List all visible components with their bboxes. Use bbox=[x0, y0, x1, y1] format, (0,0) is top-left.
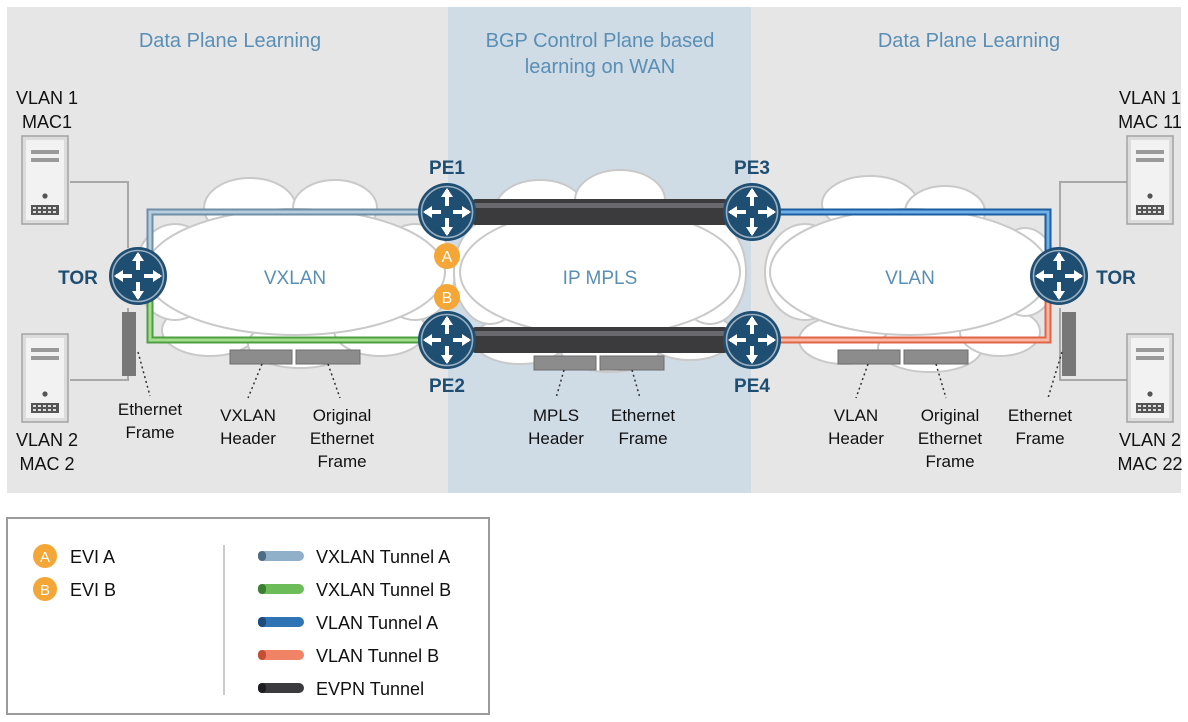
legend-evpn-tunnel-swatch bbox=[258, 683, 304, 693]
mpls-packet bbox=[533, 355, 665, 371]
evi-a-marker: A bbox=[434, 243, 460, 269]
eth-right-label-1: Ethernet bbox=[1008, 406, 1073, 425]
host-left-top-label-1: VLAN 1 bbox=[16, 88, 78, 108]
cloud-vxlan-label: VXLAN bbox=[264, 268, 326, 289]
host-left-top-label-2: MAC1 bbox=[22, 112, 72, 132]
tor-left-label: TOR bbox=[58, 268, 98, 289]
legend-evpn-tunnel-label: EVPN Tunnel bbox=[316, 679, 424, 699]
legend-vlan-tunnel-a-swatch bbox=[258, 617, 304, 627]
vxlan-tunnel-b bbox=[146, 292, 420, 344]
vlan-tunnel-a bbox=[780, 208, 1052, 258]
eth-frame-bar-right bbox=[1062, 312, 1076, 376]
eth-left-label-2: Frame bbox=[125, 423, 174, 442]
vxlan-packet bbox=[229, 349, 361, 365]
server-icon-left-bottom bbox=[21, 333, 69, 423]
legend-box bbox=[6, 517, 490, 715]
eth-left-label-1: Ethernet bbox=[118, 400, 183, 419]
eth-frame-bar-left bbox=[122, 312, 136, 376]
evpn-tunnel-bottom bbox=[470, 327, 730, 353]
center-region-title-line2: learning on WAN bbox=[525, 56, 675, 78]
legend-evi-a-badge-icon bbox=[33, 544, 57, 568]
legend-vlan-tunnel-b: VLAN Tunnel B bbox=[258, 646, 439, 666]
pe2-label: PE2 bbox=[429, 376, 465, 397]
legend-vxlan-tunnel-a-label: VXLAN Tunnel A bbox=[316, 547, 450, 567]
left-region-title: Data Plane Learning bbox=[139, 30, 321, 52]
mpls-header-label-2: Header bbox=[528, 429, 584, 448]
orig-eth-left-label-1: Original bbox=[313, 406, 372, 425]
legend-vlan-tunnel-a-label: VLAN Tunnel A bbox=[316, 613, 438, 633]
pe4-label: PE4 bbox=[734, 376, 770, 397]
host-right-bottom-label-1: VLAN 2 bbox=[1119, 430, 1181, 450]
pe3-label: PE3 bbox=[734, 158, 770, 179]
legend-evpn-tunnel: EVPN Tunnel bbox=[258, 679, 424, 699]
legend-vxlan-tunnel-b-label: VXLAN Tunnel B bbox=[316, 580, 451, 600]
eth-center-label-1: Ethernet bbox=[611, 406, 676, 425]
legend-evi-b-label: EVI B bbox=[70, 580, 116, 600]
orig-eth-right-label-1: Original bbox=[921, 406, 980, 425]
legend-evi-a-badge: A bbox=[40, 549, 50, 566]
vxlan-tunnel-a bbox=[146, 208, 420, 258]
vlan-header-label-2: Header bbox=[828, 429, 884, 448]
host-left-bottom-label-2: MAC 2 bbox=[19, 454, 74, 474]
orig-eth-left-label-3: Frame bbox=[317, 452, 366, 471]
vxlan-header-label-2: Header bbox=[220, 429, 276, 448]
legend-evi-b: B EVI B bbox=[33, 577, 116, 601]
tor-right-router-icon bbox=[1029, 246, 1089, 306]
cloud-ip-mpls-label: IP MPLS bbox=[563, 268, 638, 289]
cloud-vlan-label: VLAN bbox=[885, 268, 935, 289]
evpn-tunnel-top bbox=[470, 199, 730, 225]
server-icon-left-top bbox=[21, 135, 69, 225]
mpls-header-label-1: MPLS bbox=[533, 406, 579, 425]
pe1-label: PE1 bbox=[429, 158, 465, 179]
legend-vlan-tunnel-a: VLAN Tunnel A bbox=[258, 613, 438, 633]
pe3-router-icon bbox=[722, 182, 782, 242]
legend-vlan-tunnel-b-swatch bbox=[258, 650, 304, 660]
tor-right-label: TOR bbox=[1096, 268, 1136, 289]
server-links bbox=[70, 181, 1127, 381]
vxlan-header-label-1: VXLAN bbox=[220, 406, 276, 425]
tor-left-router-icon bbox=[108, 246, 168, 306]
legend-evi-b-badge: B bbox=[40, 582, 50, 599]
host-right-top-label-1: VLAN 1 bbox=[1119, 88, 1181, 108]
legend-evi-a-label: EVI A bbox=[70, 547, 115, 567]
vlan-tunnel-b bbox=[780, 292, 1052, 344]
server-icon-right-bottom bbox=[1126, 333, 1174, 423]
host-left-bottom-label-1: VLAN 2 bbox=[16, 430, 78, 450]
leader-lines bbox=[137, 351, 1063, 399]
host-right-top-label-2: MAC 11 bbox=[1118, 112, 1182, 132]
pe2-router-icon bbox=[417, 310, 477, 370]
legend-evi-a: A EVI A bbox=[33, 544, 115, 568]
pe1-router-icon bbox=[417, 182, 477, 242]
legend-vlan-tunnel-b-label: VLAN Tunnel B bbox=[316, 646, 439, 666]
evi-b-marker-label: B bbox=[442, 290, 453, 307]
eth-center-label-2: Frame bbox=[618, 429, 667, 448]
host-right-bottom-label-2: MAC 22 bbox=[1117, 454, 1182, 474]
pe4-router-icon bbox=[722, 310, 782, 370]
orig-eth-left-label-2: Ethernet bbox=[310, 429, 375, 448]
server-icon-right-top bbox=[1126, 135, 1174, 225]
legend-vxlan-tunnel-b: VXLAN Tunnel B bbox=[258, 580, 451, 600]
legend-vxlan-tunnel-a-swatch bbox=[258, 551, 304, 561]
legend-vxlan-tunnel-b-swatch bbox=[258, 584, 304, 594]
legend-evi-b-badge-icon bbox=[33, 577, 57, 601]
legend-vxlan-tunnel-a: VXLAN Tunnel A bbox=[258, 547, 450, 567]
cloud-vlan bbox=[764, 175, 1058, 373]
eth-right-label-2: Frame bbox=[1015, 429, 1064, 448]
orig-eth-right-label-2: Ethernet bbox=[918, 429, 983, 448]
right-region-title: Data Plane Learning bbox=[878, 30, 1060, 52]
orig-eth-right-label-3: Frame bbox=[925, 452, 974, 471]
vlan-header-label-1: VLAN bbox=[834, 406, 878, 425]
evi-a-marker-label: A bbox=[442, 249, 453, 266]
evi-b-marker: B bbox=[434, 284, 460, 310]
legend: A EVI A B EVI B VXLAN Tunnel A VXLAN Tun… bbox=[6, 517, 490, 715]
center-region-title-line1: BGP Control Plane based bbox=[486, 30, 715, 52]
